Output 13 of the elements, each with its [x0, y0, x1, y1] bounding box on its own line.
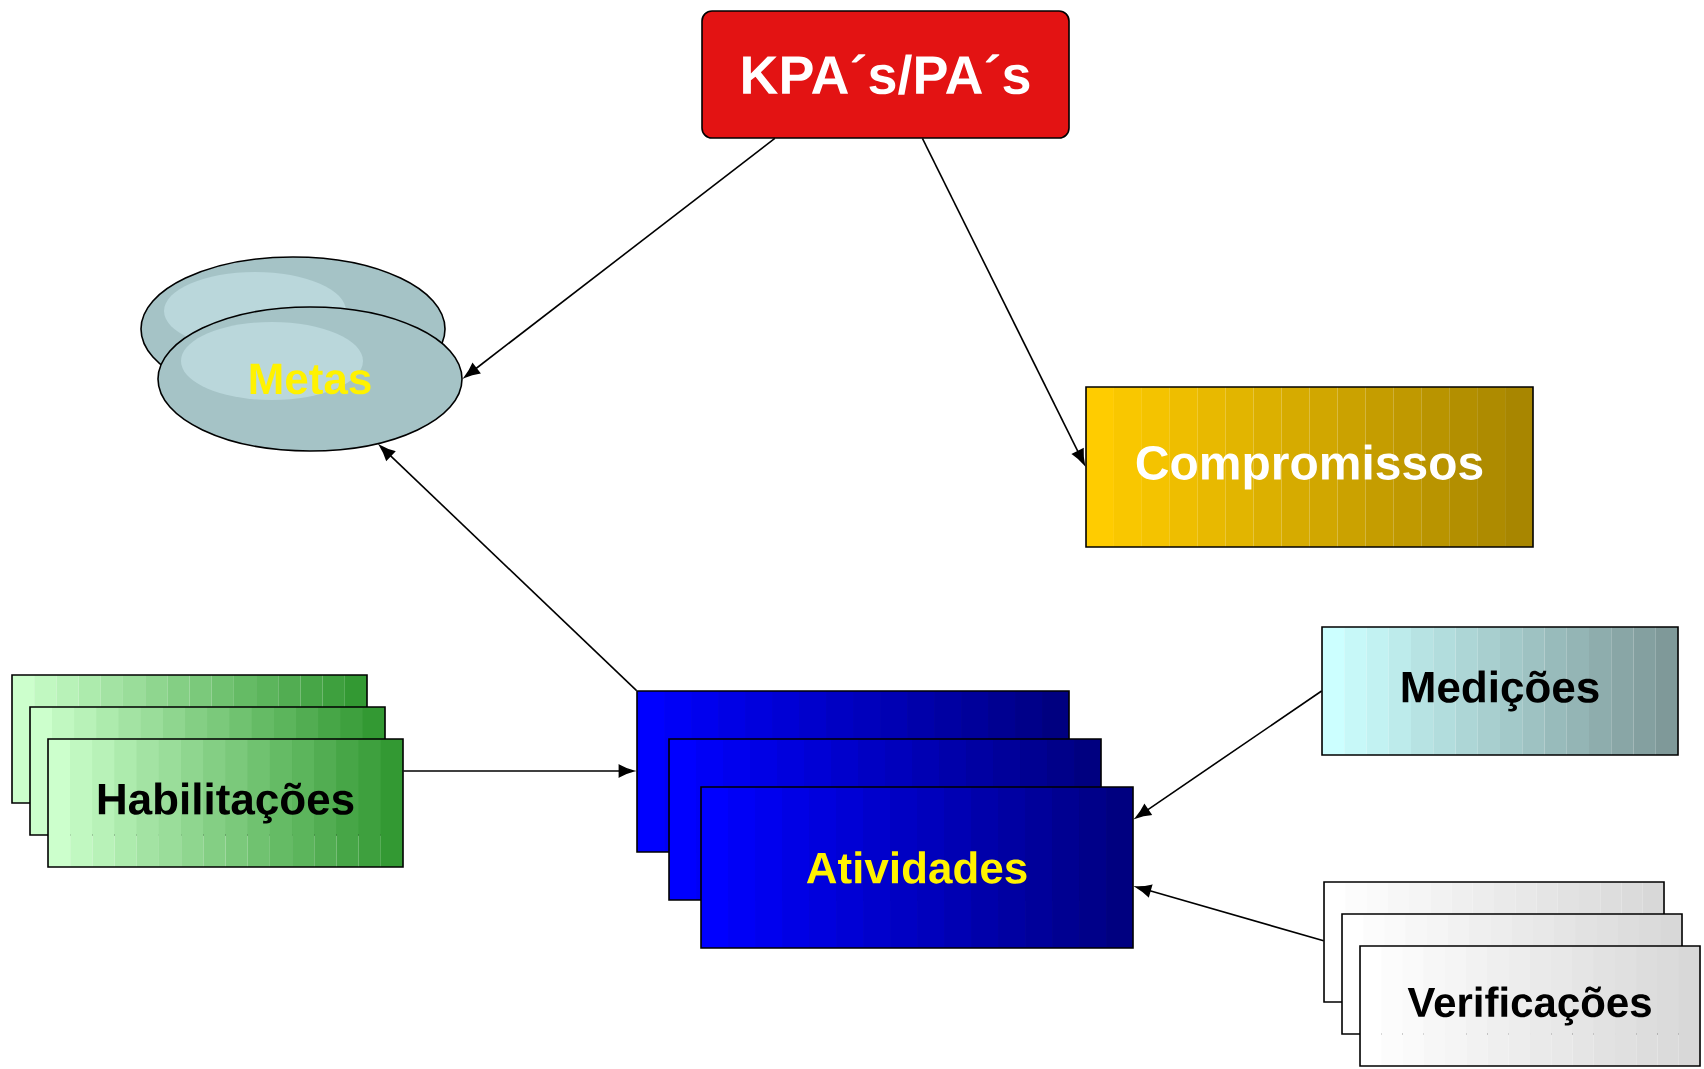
arrow — [921, 137, 1085, 465]
stacked-box: Habilitações — [11, 674, 404, 868]
stacked-box: Verificações — [1323, 881, 1701, 1067]
node-label: Atividades — [806, 851, 1027, 884]
arrow — [464, 137, 776, 378]
stacked-box: Atividades — [636, 690, 1134, 949]
arrow — [379, 445, 638, 692]
process-box: Medições — [1321, 626, 1679, 756]
arrow — [1135, 690, 1323, 819]
process-box: KPA´s/PA´s — [701, 10, 1070, 139]
arrow — [1135, 884, 1325, 942]
arrow — [402, 764, 635, 778]
process-box: Compromissos — [1085, 386, 1534, 548]
